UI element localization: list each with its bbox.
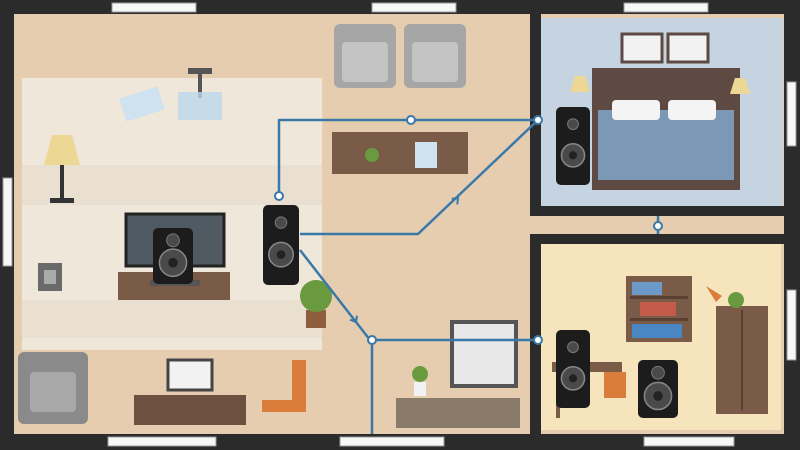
living-room-tv-speaker[interactable] bbox=[153, 228, 193, 284]
ceiling-lamp-shade bbox=[178, 92, 222, 120]
bedroom-furniture bbox=[570, 32, 750, 190]
speakers bbox=[153, 107, 678, 418]
window bbox=[371, 2, 457, 13]
books bbox=[640, 302, 676, 316]
connection-line-hub-speaker-to-bedroom-speaker bbox=[300, 119, 539, 236]
wall-right bbox=[784, 0, 800, 450]
wardrobe-door-line bbox=[741, 310, 743, 410]
woofer-dust-cap bbox=[568, 151, 578, 160]
desk-chair bbox=[604, 372, 626, 398]
ceiling-lamp-mount bbox=[188, 68, 212, 74]
tweeter-driver bbox=[274, 216, 288, 229]
direction-arrow bbox=[349, 315, 358, 324]
floor-lamp-base bbox=[50, 198, 74, 203]
pillow-right bbox=[668, 100, 716, 120]
bookshelf-shelf bbox=[630, 296, 688, 299]
pillow-left bbox=[612, 100, 660, 120]
tweeter-driver bbox=[567, 118, 579, 131]
window bbox=[643, 436, 735, 447]
picture-frame-left bbox=[620, 32, 664, 64]
small-plant bbox=[412, 366, 428, 382]
woofer-dust-cap bbox=[568, 374, 578, 383]
office-speaker-desk[interactable] bbox=[556, 330, 590, 408]
woofer-dust-cap bbox=[168, 257, 178, 268]
hub-speaker[interactable] bbox=[263, 205, 299, 285]
table-tablet bbox=[415, 142, 437, 168]
floor-lamp-shade bbox=[44, 135, 80, 165]
armchair-top-right-seat bbox=[412, 42, 458, 82]
bed-mattress bbox=[598, 110, 734, 180]
window bbox=[111, 2, 197, 13]
tweeter-driver bbox=[166, 233, 180, 248]
orange-chair-seat bbox=[262, 400, 306, 412]
connection-node bbox=[653, 221, 663, 231]
connection-node bbox=[274, 191, 284, 201]
connection-node bbox=[533, 335, 543, 345]
desk-lamp bbox=[706, 286, 722, 302]
woofer-dust-cap bbox=[653, 391, 663, 401]
window bbox=[2, 177, 13, 267]
office-plant bbox=[728, 292, 744, 308]
window bbox=[623, 2, 709, 13]
connection-line-hub-speaker-to-bedroom-speaker bbox=[277, 118, 538, 196]
bedroom-speaker[interactable] bbox=[556, 107, 590, 185]
connection-node bbox=[533, 115, 543, 125]
books bbox=[632, 282, 662, 295]
armchair-seat bbox=[30, 372, 76, 412]
media-cabinet bbox=[396, 398, 520, 428]
office-furniture bbox=[552, 276, 768, 418]
connection-node bbox=[406, 115, 416, 125]
woofer-dust-cap bbox=[276, 250, 286, 259]
orange-chair-back bbox=[292, 360, 306, 404]
window bbox=[786, 289, 797, 361]
armchair-top-left-seat bbox=[342, 42, 388, 82]
side-cabinet bbox=[134, 395, 246, 425]
bedside-lamp-right bbox=[730, 78, 750, 94]
wall-bedroom-bottom bbox=[530, 206, 800, 216]
window bbox=[339, 436, 445, 447]
office-speaker-floor[interactable] bbox=[638, 360, 678, 418]
window bbox=[786, 81, 797, 147]
tweeter-driver bbox=[567, 341, 579, 354]
tv-screen-hall bbox=[450, 320, 518, 388]
floor-lamp-pole bbox=[60, 165, 64, 201]
connection-node bbox=[367, 335, 377, 345]
window bbox=[107, 436, 217, 447]
wall-bedroom-left bbox=[530, 0, 541, 216]
monitor bbox=[166, 358, 214, 392]
plant-leaves bbox=[300, 280, 332, 312]
hall-furniture bbox=[332, 24, 520, 428]
coffee-table bbox=[332, 132, 468, 174]
picture-frame-right bbox=[666, 32, 710, 64]
table-plant bbox=[365, 148, 379, 162]
picture-frame bbox=[119, 86, 165, 122]
living-room-rug-stripe-2 bbox=[22, 300, 322, 338]
bookshelf-shelf bbox=[630, 318, 688, 321]
small-plant-pot bbox=[414, 382, 426, 396]
wall-socket-inner bbox=[44, 270, 56, 284]
wall-office-top bbox=[530, 234, 800, 244]
direction-arrow bbox=[451, 196, 460, 205]
speaker-links bbox=[274, 115, 663, 434]
plant-pot bbox=[306, 310, 326, 328]
ceiling-lamp-stem bbox=[198, 70, 202, 98]
tweeter-driver bbox=[651, 365, 665, 380]
bedside-lamp-left bbox=[570, 76, 590, 92]
books bbox=[632, 324, 682, 338]
